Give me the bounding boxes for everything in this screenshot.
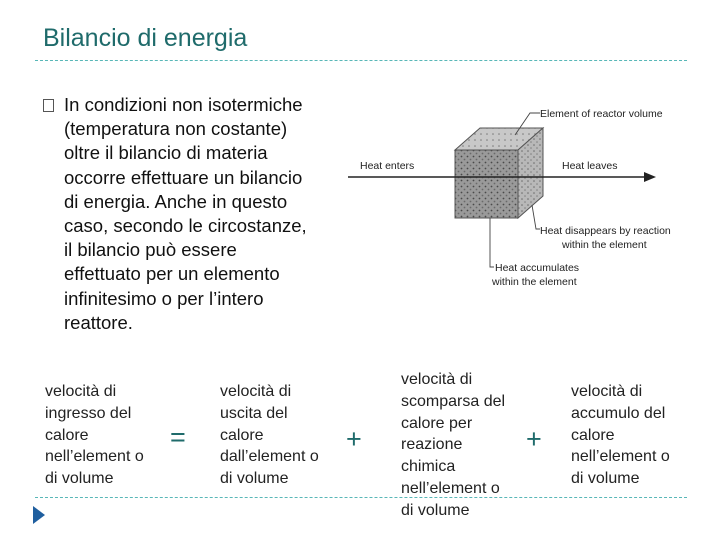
equation-term-reaction: velocità di scomparsa del calore per rea… bbox=[401, 371, 506, 519]
title-divider bbox=[35, 60, 687, 61]
heat-leaves-label: Heat leaves bbox=[562, 160, 617, 172]
cube-front-face bbox=[454, 149, 519, 219]
footer-divider bbox=[35, 497, 687, 498]
heat-flow-arrowhead bbox=[644, 172, 656, 182]
equation-term-inflow: velocità di ingresso del calore nell’ele… bbox=[45, 383, 144, 488]
plus-operator-1: + bbox=[346, 424, 362, 454]
heat-enters-label: Heat enters bbox=[360, 160, 414, 172]
accumulates-leader-line bbox=[489, 218, 494, 268]
equals-operator: = bbox=[170, 422, 186, 452]
disappears-leader-line bbox=[531, 204, 540, 230]
equation-term-accumulation: velocità di accumulo del calore nell’ele… bbox=[571, 383, 670, 488]
plus-operator-2: + bbox=[526, 424, 542, 454]
equation-term-outflow: velocità di uscita del calore dall’eleme… bbox=[220, 383, 319, 488]
heat-disappears-label: Heat disappears by reaction bbox=[540, 225, 671, 237]
slide-nav-arrow-icon bbox=[33, 506, 45, 524]
element-label: Element of reactor volume bbox=[540, 108, 663, 120]
element-leader-line bbox=[514, 112, 540, 136]
heat-accumulates-label-2: within the element bbox=[491, 276, 577, 288]
heat-disappears-label-2: within the element bbox=[561, 239, 647, 251]
bullet-text: In condizioni non isotermiche (temperatu… bbox=[64, 94, 307, 333]
bullet-box-icon bbox=[43, 99, 54, 112]
reactor-element-diagram: Element of reactor volume Heat enters He… bbox=[348, 108, 671, 288]
slide-title: Bilancio di energia bbox=[43, 24, 248, 52]
heat-accumulates-label: Heat accumulates bbox=[495, 262, 579, 274]
cube-side-face bbox=[517, 126, 544, 220]
